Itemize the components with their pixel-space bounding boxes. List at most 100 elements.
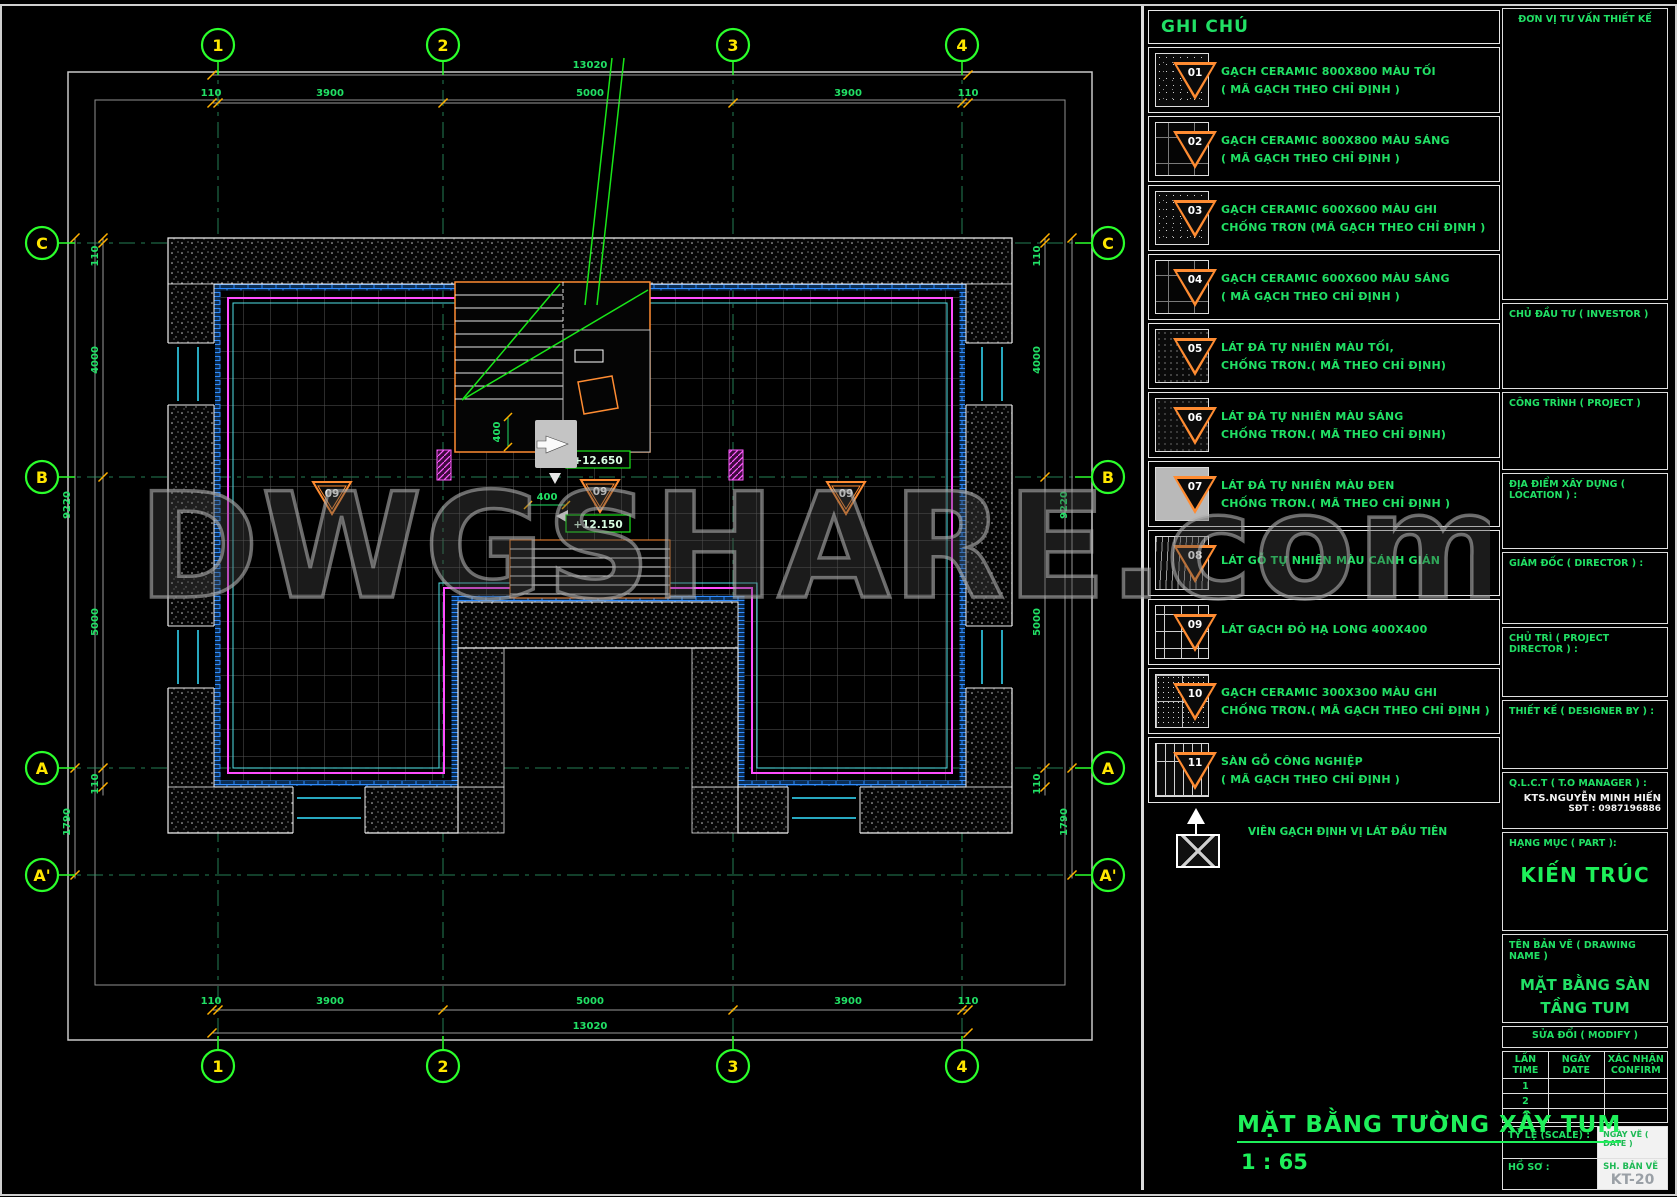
svg-text:4000: 4000 <box>90 346 101 374</box>
title-block: ĐƠN VỊ TƯ VẤN THIẾT KẾ CHỦ ĐẦU TƯ ( INVE… <box>1502 8 1672 1190</box>
svg-text:A: A <box>1102 759 1115 778</box>
building <box>167 57 1013 834</box>
svg-text:110: 110 <box>958 996 979 1007</box>
svg-text:4: 4 <box>956 1057 967 1076</box>
svg-text:13020: 13020 <box>573 60 608 71</box>
legend-item: 11 SÀN GỖ CÔNG NGHIỆP( MÃ GẠCH THEO CHỈ … <box>1148 737 1500 803</box>
material-swatch: 01 <box>1155 53 1217 107</box>
tb-scale-sheet: TỶ LỆ (SCALE) : NGÀY VẼ ( DATE ) HỒ SƠ :… <box>1502 1126 1668 1190</box>
material-marker-icon: 04 <box>1173 269 1217 307</box>
svg-text:A: A <box>36 759 49 778</box>
svg-text:3900: 3900 <box>316 996 344 1007</box>
level-label-lower: +12.150 <box>573 519 622 531</box>
material-swatch: 08 <box>1155 536 1217 590</box>
svg-text:110: 110 <box>1032 774 1043 795</box>
svg-text:110: 110 <box>90 774 101 795</box>
drawing-title: MẶT BẰNG TƯỜNG XÂY TUM <box>1237 1112 1622 1143</box>
svg-text:9220: 9220 <box>1059 491 1070 519</box>
svg-text:5000: 5000 <box>576 996 604 1007</box>
svg-text:1790: 1790 <box>1059 808 1070 836</box>
svg-text:C: C <box>36 234 48 253</box>
material-swatch: 04 <box>1155 260 1217 314</box>
dim-400-v: 400 <box>492 422 503 443</box>
material-marker-icon: 03 <box>1173 200 1217 238</box>
svg-text:3: 3 <box>727 1057 738 1076</box>
legend-item: 04 GẠCH CERAMIC 600X600 MÀU SÁNG( MÃ GẠC… <box>1148 254 1500 320</box>
north-arrow-icon <box>1187 808 1205 824</box>
drawing-scale: 1 : 65 <box>1241 1150 1308 1174</box>
level-label-upper: +12.650 <box>573 455 622 467</box>
svg-text:110: 110 <box>201 88 222 99</box>
material-marker: 09 <box>825 481 867 516</box>
svg-text:4000: 4000 <box>1032 346 1043 374</box>
material-marker: 09 <box>579 479 621 514</box>
drawing-frames <box>67 71 1093 1041</box>
material-marker-icon: 11 <box>1173 752 1217 790</box>
material-swatch: 05 <box>1155 329 1217 383</box>
column-hatch <box>728 449 744 481</box>
svg-text:13020: 13020 <box>573 1021 608 1032</box>
material-swatch: 07 <box>1155 467 1217 521</box>
material-marker-icon: 09 <box>1173 614 1217 652</box>
material-marker: 09 <box>311 481 353 516</box>
cursor-icon <box>535 420 577 484</box>
svg-text:5000: 5000 <box>1032 608 1043 636</box>
tb-modify: SỬA ĐỔI ( MODIFY ) <box>1502 1026 1668 1048</box>
grid-bubbles: 1 2 3 4 1 2 3 4 C B A A' C B A A' <box>24 27 1126 1084</box>
plan-annotations: +12.650 +12.150 400 400 09 <box>311 412 867 533</box>
tile-position-icon <box>1176 834 1220 868</box>
dim-400-h: 400 <box>537 492 558 503</box>
svg-text:110: 110 <box>201 996 222 1007</box>
svg-text:2: 2 <box>437 36 448 55</box>
tb-drawing-name: TÊN BẢN VẼ ( DRAWING NAME ) MẶT BẰNG SÀN… <box>1502 934 1668 1023</box>
legend-item: 01 GẠCH CERAMIC 800X800 MÀU TỐI( MÃ GẠCH… <box>1148 47 1500 113</box>
legend-item: 08 LÁT GỖ TỰ NHIÊN MÀU CÁNH GIÁN <box>1148 530 1500 596</box>
material-marker-icon: 07 <box>1173 476 1217 514</box>
svg-text:110: 110 <box>958 88 979 99</box>
svg-text:09: 09 <box>839 488 854 500</box>
tb-consultant: ĐƠN VỊ TƯ VẤN THIẾT KẾ <box>1502 8 1668 300</box>
tb-part: HẠNG MỤC ( PART ): KIẾN TRÚC <box>1502 832 1668 931</box>
svg-text:3900: 3900 <box>316 88 344 99</box>
svg-text:A': A' <box>33 866 50 885</box>
stair-block <box>454 57 651 453</box>
first-tile-note: VIÊN GẠCH ĐỊNH VỊ LÁT ĐẦU TIÊN <box>1148 806 1500 868</box>
tb-lead: CHỦ TRÌ ( PROJECT DIRECTOR ) : <box>1502 627 1668 697</box>
material-swatch: 02 <box>1155 122 1217 176</box>
panel-separator <box>1141 6 1144 1190</box>
material-swatch: 06 <box>1155 398 1217 452</box>
window-openings <box>167 342 1013 834</box>
tb-project: CÔNG TRÌNH ( PROJECT ) <box>1502 392 1668 470</box>
svg-text:2: 2 <box>437 1057 448 1076</box>
wood-deck <box>509 539 671 599</box>
tb-investor: CHỦ ĐẦU TƯ ( INVESTOR ) <box>1502 303 1668 389</box>
svg-text:3900: 3900 <box>834 88 862 99</box>
legend-item: 02 GẠCH CERAMIC 800X800 MÀU SÁNG( MÃ GẠC… <box>1148 116 1500 182</box>
svg-text:3: 3 <box>727 36 738 55</box>
floor-plan-canvas: +12.650 +12.150 400 400 09 <box>24 27 1126 1084</box>
material-marker-icon: 08 <box>1173 545 1217 583</box>
svg-text:1: 1 <box>212 36 223 55</box>
material-swatch: 09 <box>1155 605 1217 659</box>
svg-text:B: B <box>1102 468 1114 487</box>
svg-text:B: B <box>36 468 48 487</box>
legend-item: 05 LÁT ĐÁ TỰ NHIÊN MÀU TỐI,CHỐNG TRƠN.( … <box>1148 323 1500 389</box>
legend-title: GHI CHÚ <box>1148 10 1500 44</box>
svg-text:09: 09 <box>593 486 608 498</box>
svg-text:5000: 5000 <box>576 88 604 99</box>
material-marker-icon: 05 <box>1173 338 1217 376</box>
svg-text:1790: 1790 <box>62 808 73 836</box>
material-marker-icon: 01 <box>1173 62 1217 100</box>
material-swatch: 10 <box>1155 674 1217 728</box>
column-hatch <box>436 449 452 481</box>
svg-text:09: 09 <box>325 488 340 500</box>
legend-item: 09 LÁT GẠCH ĐỎ HẠ LONG 400X400 <box>1148 599 1500 665</box>
svg-text:1: 1 <box>212 1057 223 1076</box>
tb-director: GIÁM ĐỐC ( DIRECTOR ) : <box>1502 552 1668 624</box>
material-marker-icon: 06 <box>1173 407 1217 445</box>
